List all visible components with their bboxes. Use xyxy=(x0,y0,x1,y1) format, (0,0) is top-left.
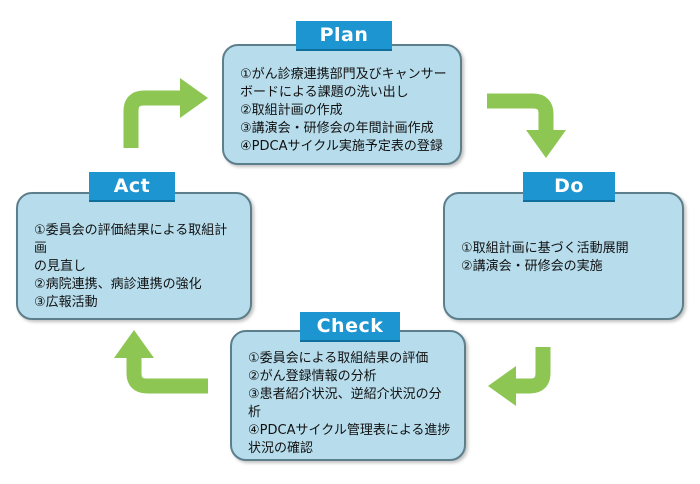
act-box: ①委員会の評価結果による取組計画 の見直し ②病院連携、病診連携の強化 ③広報活… xyxy=(16,192,252,320)
check-item: ④PDCAサイクル管理表による進捗 xyxy=(248,423,451,438)
do-item-list: ①取組計画に基づく活動展開 ②講演会・研修会の実施 xyxy=(461,240,670,276)
do-item: ②講演会・研修会の実施 xyxy=(461,259,603,274)
act-item: の見直し xyxy=(34,259,87,274)
act-label: Act xyxy=(89,172,175,202)
plan-item: ③講演会・研修会の年間計画作成 xyxy=(240,121,434,136)
act-item-list: ①委員会の評価結果による取組計画 の見直し ②病院連携、病診連携の強化 ③広報活… xyxy=(34,222,238,312)
arrow-do-to-check xyxy=(488,347,551,406)
arrow-act-to-plan xyxy=(123,78,208,148)
check-item: ①委員会による取組結果の評価 xyxy=(248,351,429,366)
plan-label: Plan xyxy=(296,21,392,51)
plan-item-list: ①がん診療連携部門及びキャンサー ボードによる課題の洗い出し ②取組計画の作成 … xyxy=(240,66,448,156)
plan-item: ②取組計画の作成 xyxy=(240,103,343,118)
do-label: Do xyxy=(523,172,615,202)
plan-item: ④PDCAサイクル実施予定表の登録 xyxy=(240,139,443,154)
check-box: ①委員会による取組結果の評価 ②がん登録情報の分析 ③患者紹介状況、逆紹介状況の… xyxy=(230,330,466,461)
act-item: ①委員会の評価結果による取組計画 xyxy=(34,223,228,256)
check-item: 状況の確認 xyxy=(248,441,314,456)
check-item: ②がん登録情報の分析 xyxy=(248,369,377,384)
do-box: ①取組計画に基づく活動展開 ②講演会・研修会の実施 xyxy=(443,192,684,320)
check-item: ③患者紹介状況、逆紹介状況の分析 xyxy=(248,387,442,420)
plan-box: ①がん診療連携部門及びキャンサー ボードによる課題の洗い出し ②取組計画の作成 … xyxy=(222,44,462,165)
arrow-check-to-act xyxy=(114,330,208,394)
arrow-plan-to-do xyxy=(487,93,566,158)
check-item-list: ①委員会による取組結果の評価 ②がん登録情報の分析 ③患者紹介状況、逆紹介状況の… xyxy=(248,350,452,458)
act-item: ②病院連携、病診連携の強化 xyxy=(34,277,202,292)
plan-item: ボードによる課題の洗い出し xyxy=(240,85,409,100)
plan-item: ①がん診療連携部門及びキャンサー xyxy=(240,67,447,82)
act-item: ③広報活動 xyxy=(34,295,98,310)
check-label: Check xyxy=(300,312,400,342)
do-item: ①取組計画に基づく活動展開 xyxy=(461,241,629,256)
